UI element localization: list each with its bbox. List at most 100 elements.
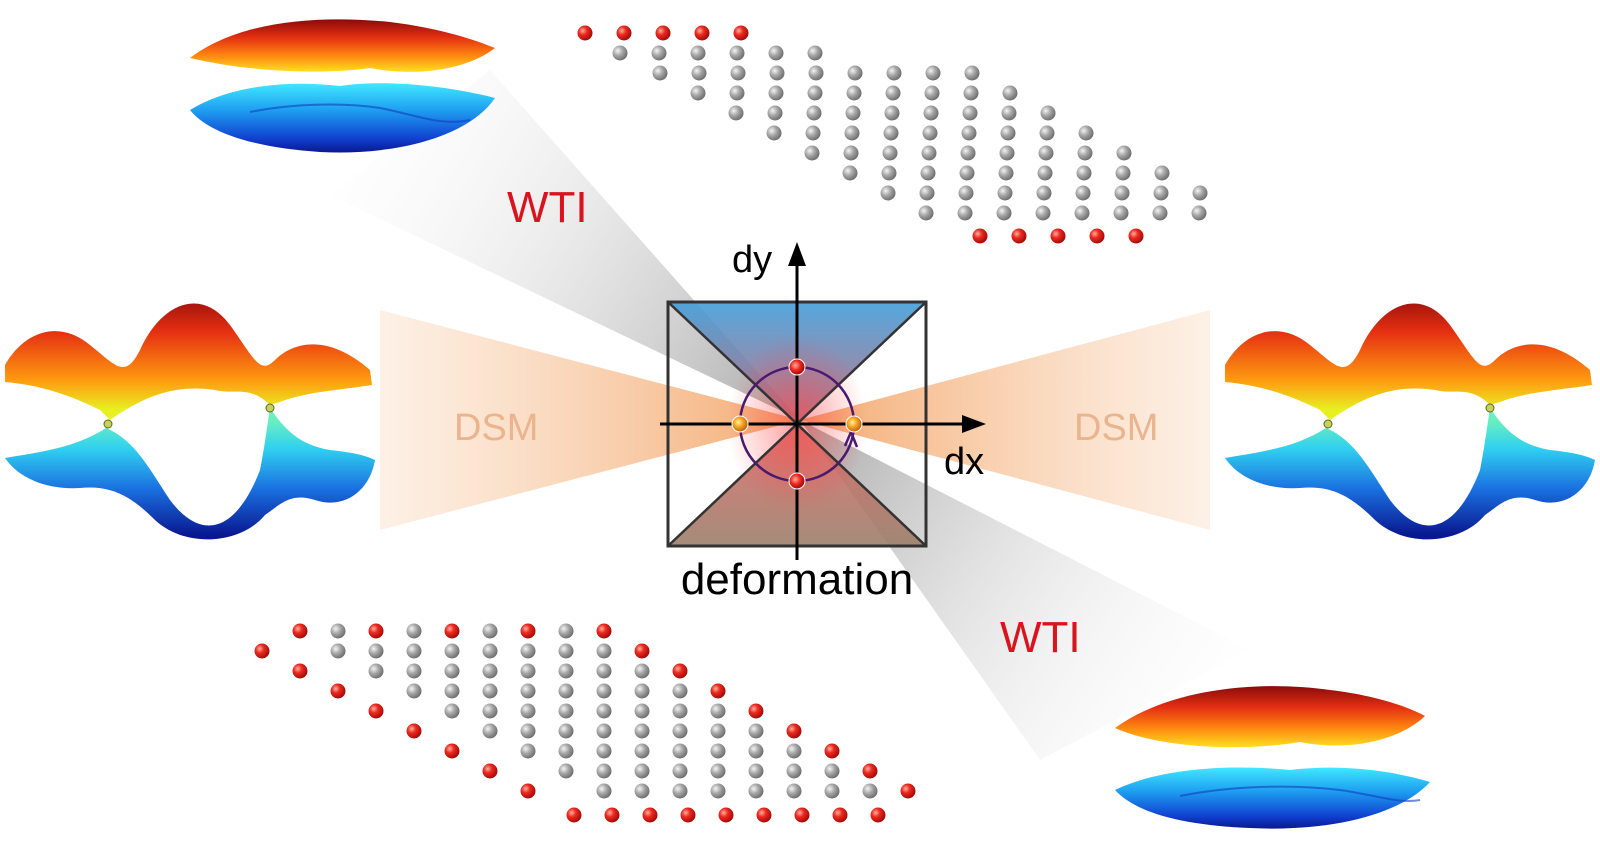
gray-atom — [330, 623, 346, 639]
red-atom — [577, 25, 593, 41]
gray-atom — [786, 743, 802, 759]
gray-atom — [690, 85, 706, 101]
red-atom — [718, 807, 734, 823]
red-atom — [748, 703, 764, 719]
gray-atom — [672, 703, 688, 719]
gray-atom — [710, 763, 726, 779]
red-atom — [616, 25, 632, 41]
gray-atom — [1152, 205, 1168, 221]
red-atom — [642, 807, 658, 823]
gray-atom — [652, 65, 668, 81]
red-atom — [862, 763, 878, 779]
gray-atom — [634, 763, 650, 779]
gray-atom — [612, 45, 628, 61]
red-atom — [733, 25, 749, 41]
wti-point-top — [788, 358, 806, 376]
red-atom — [710, 683, 726, 699]
gray-atom — [444, 683, 460, 699]
gray-atom — [1115, 165, 1131, 181]
gray-atom — [729, 85, 745, 101]
dirac-node-right-1 — [1323, 419, 1333, 429]
red-atom — [566, 807, 582, 823]
gray-atom — [482, 723, 498, 739]
atomic-lattice-top — [577, 25, 1208, 244]
gray-atom — [520, 663, 536, 679]
gray-atom — [766, 125, 782, 141]
gray-atom — [520, 723, 536, 739]
gray-atom — [1113, 205, 1129, 221]
red-atom — [832, 807, 848, 823]
gray-atom — [728, 105, 744, 121]
gray-atom — [1036, 185, 1052, 201]
gray-atom — [634, 723, 650, 739]
gray-atom — [406, 683, 422, 699]
red-atom — [694, 25, 710, 41]
gray-atom — [596, 723, 612, 739]
gray-atom — [881, 165, 897, 181]
gray-atom — [807, 85, 823, 101]
gray-atom — [960, 145, 976, 161]
y-axis-arrowhead — [788, 242, 806, 266]
red-atom — [794, 807, 810, 823]
gray-atom — [520, 643, 536, 659]
gray-atom — [558, 703, 574, 719]
gray-atom — [767, 105, 783, 121]
gray-atom — [786, 783, 802, 799]
wti-label-top: WTI — [507, 183, 588, 232]
red-atom — [972, 228, 988, 244]
gray-atom — [1114, 185, 1130, 201]
deformation-caption: deformation — [681, 555, 913, 604]
gray-atom — [1000, 125, 1016, 141]
gray-atom — [961, 125, 977, 141]
red-atom — [368, 703, 384, 719]
gray-atom — [1074, 205, 1090, 221]
red-atom — [1128, 228, 1144, 244]
gray-atom — [807, 45, 823, 61]
wti-cone-bottom — [800, 420, 1250, 760]
red-atom — [292, 663, 308, 679]
x-axis-arrowhead — [962, 415, 986, 433]
gray-atom — [596, 683, 612, 699]
gray-atom — [596, 663, 612, 679]
gray-atom — [1002, 85, 1018, 101]
gray-atom — [558, 623, 574, 639]
gray-atom — [520, 743, 536, 759]
gray-atom — [886, 65, 902, 81]
gray-atom — [330, 643, 346, 659]
gray-atom — [1037, 165, 1053, 181]
gray-atom — [922, 125, 938, 141]
wti-point-bottom — [788, 472, 806, 490]
gray-atom — [444, 703, 460, 719]
gray-atom — [748, 763, 764, 779]
gray-atom — [482, 663, 498, 679]
red-atom — [1089, 228, 1105, 244]
gray-atom — [1035, 205, 1051, 221]
gray-atom — [634, 703, 650, 719]
gray-atom — [482, 703, 498, 719]
red-atom — [634, 643, 650, 659]
red-atom — [824, 743, 840, 759]
dsm-label-left: DSM — [454, 407, 538, 449]
dsm-cone-right — [800, 310, 1210, 530]
gray-atom — [730, 65, 746, 81]
gray-atom — [1039, 125, 1055, 141]
gray-atom — [634, 663, 650, 679]
gray-atom — [768, 85, 784, 101]
gray-atom — [925, 65, 941, 81]
band-surface-left — [5, 303, 375, 540]
gray-atom — [672, 723, 688, 739]
gray-atom — [634, 683, 650, 699]
red-atom — [672, 663, 688, 679]
red-atom — [1011, 228, 1027, 244]
gray-atom — [672, 683, 688, 699]
gray-atom — [748, 743, 764, 759]
red-atom — [520, 783, 536, 799]
gray-atom — [884, 105, 900, 121]
gray-atom — [997, 185, 1013, 201]
gray-atom — [786, 763, 802, 779]
gray-atom — [862, 783, 878, 799]
red-atom — [292, 623, 308, 639]
gray-atom — [962, 105, 978, 121]
gray-atom — [596, 703, 612, 719]
gray-atom — [520, 683, 536, 699]
